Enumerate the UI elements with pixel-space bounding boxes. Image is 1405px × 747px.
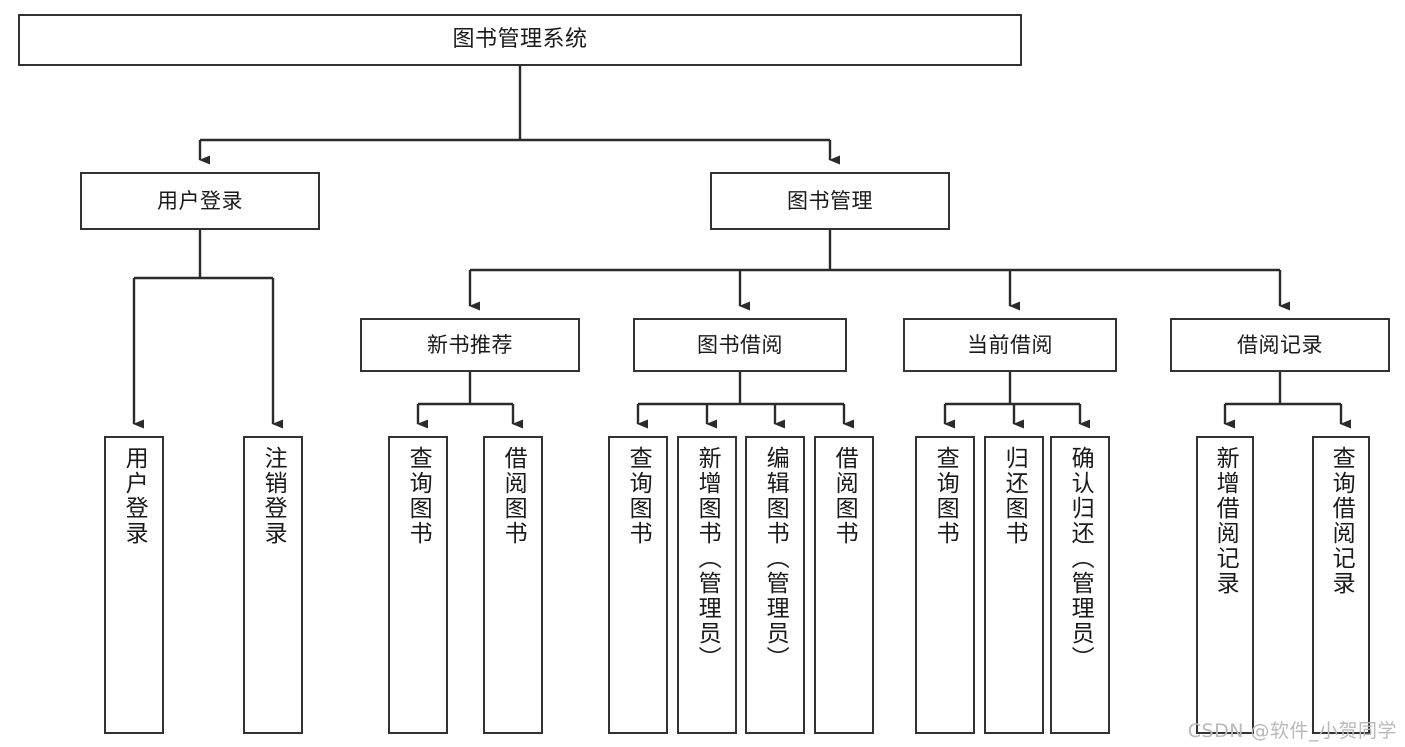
node-book-manage-label: 图书管理 <box>787 188 873 213</box>
node-leaf-confirm-return[interactable]: 确认归还（管理员） <box>1050 436 1110 734</box>
node-user-login[interactable]: 用户登录 <box>80 172 320 230</box>
node-leaf-add-book-label: 新增图书（管理员） <box>694 446 721 671</box>
node-leaf-borrow-book-label: 借阅图书 <box>831 446 858 546</box>
node-leaf-borrow-book[interactable]: 借阅图书 <box>814 436 874 734</box>
node-book-borrow-label: 图书借阅 <box>697 332 783 357</box>
node-leaf-query-book-current[interactable]: 查询图书 <box>915 436 975 734</box>
node-current-borrow[interactable]: 当前借阅 <box>903 318 1117 372</box>
node-leaf-query-book-recommend[interactable]: 查询图书 <box>388 436 448 734</box>
node-leaf-edit-book-label: 编辑图书（管理员） <box>762 446 789 671</box>
node-root[interactable]: 图书管理系统 <box>18 14 1022 66</box>
node-leaf-user-login-label: 用户登录 <box>121 446 148 546</box>
node-leaf-return-book-label: 归还图书 <box>1001 446 1028 546</box>
node-leaf-add-book[interactable]: 新增图书（管理员） <box>677 436 737 734</box>
node-leaf-borrow-book-recommend-label: 借阅图书 <box>500 446 527 546</box>
node-leaf-query-book-borrow-label: 查询图书 <box>625 446 652 546</box>
node-book-manage[interactable]: 图书管理 <box>710 172 950 230</box>
node-book-borrow[interactable]: 图书借阅 <box>633 318 847 372</box>
node-leaf-borrow-book-recommend[interactable]: 借阅图书 <box>483 436 543 734</box>
node-root-label: 图书管理系统 <box>452 27 588 53</box>
node-leaf-query-book-borrow[interactable]: 查询图书 <box>608 436 668 734</box>
node-leaf-add-borrow-record[interactable]: 新增借阅记录 <box>1196 436 1254 734</box>
node-leaf-return-book[interactable]: 归还图书 <box>984 436 1044 734</box>
csdn-watermark: CSDN @软件_小贺同学 <box>1187 720 1397 742</box>
node-user-login-label: 用户登录 <box>157 188 243 213</box>
node-leaf-user-logout-label: 注销登录 <box>260 446 287 546</box>
node-new-book-recommend-label: 新书推荐 <box>427 332 513 357</box>
node-leaf-add-borrow-record-label: 新增借阅记录 <box>1212 446 1239 596</box>
node-borrow-record[interactable]: 借阅记录 <box>1170 318 1390 372</box>
node-leaf-user-login[interactable]: 用户登录 <box>104 436 164 734</box>
node-leaf-confirm-return-label: 确认归还（管理员） <box>1067 446 1094 671</box>
node-leaf-query-borrow-record-label: 查询借阅记录 <box>1328 446 1355 596</box>
node-current-borrow-label: 当前借阅 <box>967 332 1053 357</box>
node-borrow-record-label: 借阅记录 <box>1237 332 1323 357</box>
node-leaf-query-book-recommend-label: 查询图书 <box>405 446 432 546</box>
node-leaf-user-logout[interactable]: 注销登录 <box>243 436 303 734</box>
node-leaf-edit-book[interactable]: 编辑图书（管理员） <box>745 436 805 734</box>
node-leaf-query-book-current-label: 查询图书 <box>932 446 959 546</box>
node-new-book-recommend[interactable]: 新书推荐 <box>360 318 580 372</box>
node-leaf-query-borrow-record[interactable]: 查询借阅记录 <box>1312 436 1370 734</box>
